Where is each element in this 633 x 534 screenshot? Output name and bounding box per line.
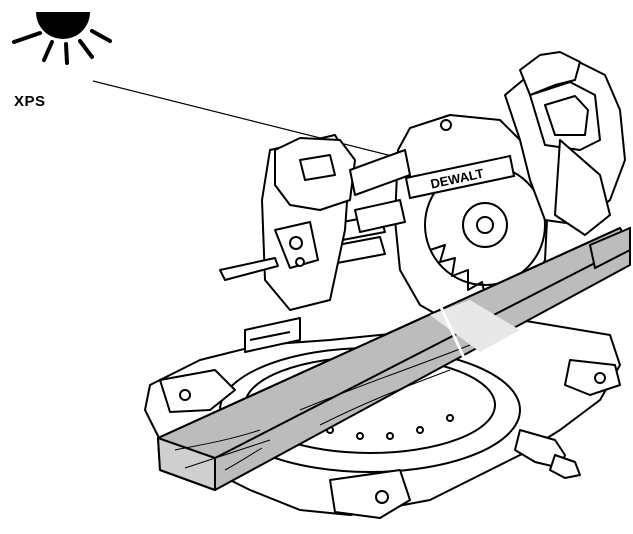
workpiece-board — [157, 227, 631, 491]
callout-leader-line — [92, 80, 397, 158]
sun-icon — [12, 12, 112, 65]
saw-rails — [219, 134, 386, 311]
board-end — [588, 226, 631, 270]
callout-label: XPS — [14, 93, 46, 110]
